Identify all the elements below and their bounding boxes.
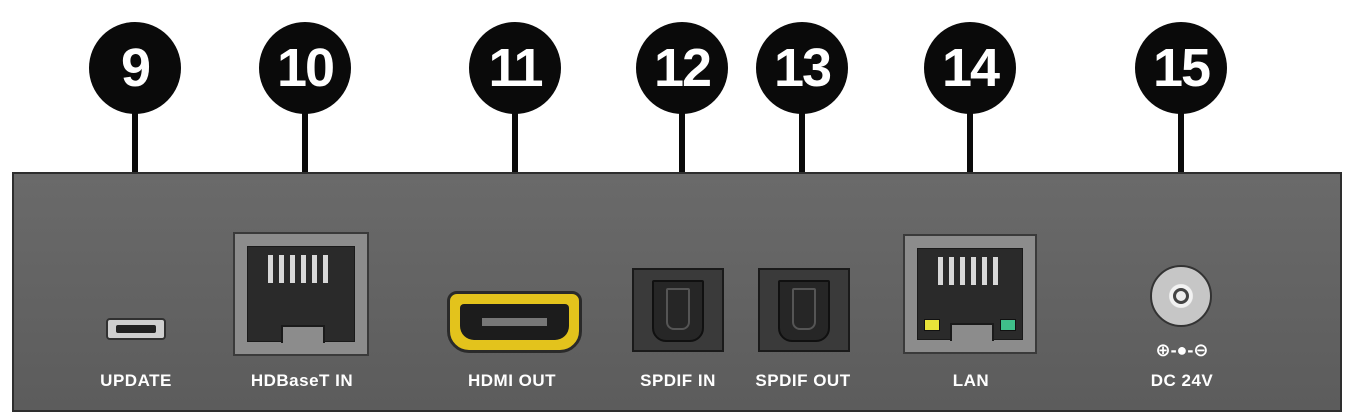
hdmi-socket — [460, 304, 569, 340]
hdbaset-in-port — [233, 232, 369, 356]
label-spdif-out: SPDIF OUT — [755, 371, 851, 390]
hdbaset-pins — [268, 255, 334, 283]
label-lan: LAN — [952, 371, 990, 390]
lan-pins — [938, 257, 1002, 285]
spdif-in-port — [632, 268, 724, 352]
label-hdbaset-in: HDBaseT IN — [250, 371, 354, 390]
label-hdmi-out: HDMI OUT — [467, 371, 557, 390]
label-dc: DC 24V — [1150, 371, 1214, 390]
callout-12: 12 — [636, 22, 728, 114]
callout-13: 13 — [756, 22, 848, 114]
lan-led-yellow — [924, 319, 940, 331]
hdmi-tongue — [482, 318, 547, 326]
lan-led-green — [1000, 319, 1016, 331]
lan-jack — [917, 248, 1023, 341]
callout-9: 9 — [89, 22, 181, 114]
spdif-out-shutter — [778, 280, 830, 342]
hdbaset-jack — [247, 246, 355, 343]
label-spdif-in: SPDIF IN — [640, 371, 716, 390]
lan-latch — [950, 323, 994, 341]
polarity-symbol: ⊕-●-⊖ — [1155, 340, 1209, 360]
leader-line-10 — [302, 110, 308, 220]
dc-power-jack — [1150, 265, 1212, 327]
update-usb-port — [106, 318, 166, 340]
callout-11: 11 — [469, 22, 561, 114]
leader-line-14 — [967, 110, 973, 215]
spdif-in-shutter — [652, 280, 704, 342]
hdbaset-latch — [281, 325, 325, 343]
lan-port — [903, 234, 1037, 354]
callout-10: 10 — [259, 22, 351, 114]
callout-15: 15 — [1135, 22, 1227, 114]
spdif-out-port — [758, 268, 850, 352]
hdmi-out-port — [447, 291, 582, 353]
label-update: UPDATE — [100, 371, 172, 390]
callout-14: 14 — [924, 22, 1016, 114]
